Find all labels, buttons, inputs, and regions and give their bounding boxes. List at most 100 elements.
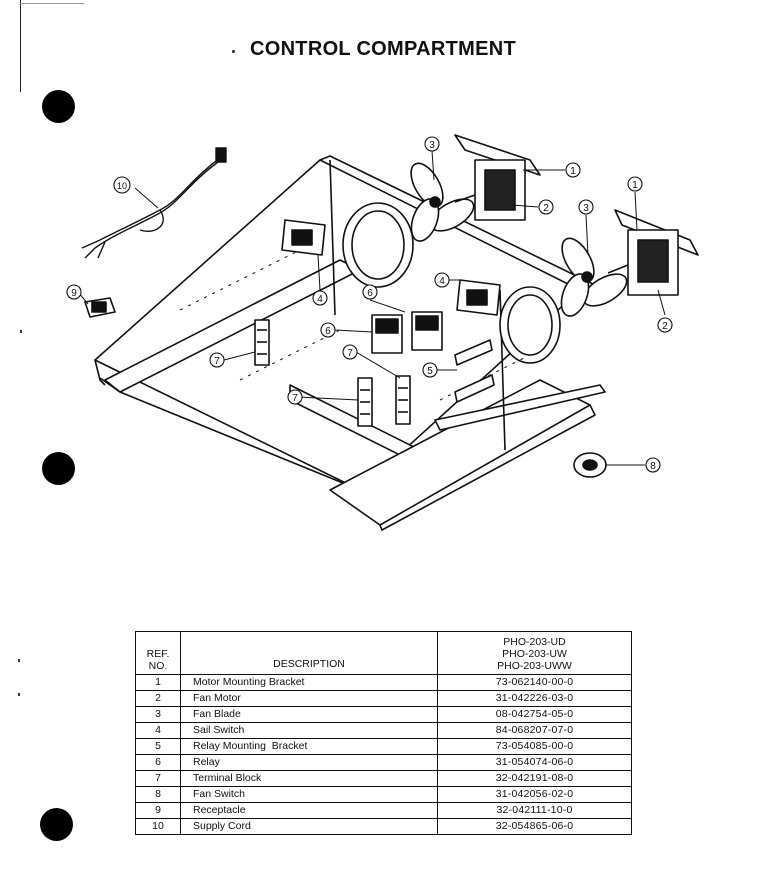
ref-cell: 1 <box>135 674 181 691</box>
parts-table: REF. NO. DESCRIPTION PHO-203-UD PHO-203-… <box>135 631 632 835</box>
svg-text:7: 7 <box>347 348 353 359</box>
description-cell: Fan Blade <box>180 706 438 723</box>
receptacle <box>84 297 116 318</box>
part-number-cell: 84-068207-07-0 <box>437 722 632 739</box>
description-cell: Supply Cord <box>180 818 438 835</box>
fan-motor-lower <box>607 209 699 296</box>
svg-text:3: 3 <box>429 140 435 151</box>
part-number-cell: 32-054865-06-0 <box>437 818 632 835</box>
description-cell: Motor Mounting Bracket <box>180 674 438 691</box>
part-number-cell: 32-042191-08-0 <box>437 770 632 787</box>
table-row: 8 Fan Switch 31-042056-02-0 <box>135 786 632 803</box>
svg-text:1: 1 <box>570 166 576 177</box>
margin-speck <box>20 330 22 333</box>
fan-blade-lower <box>560 237 628 317</box>
svg-text:10: 10 <box>117 181 127 191</box>
description-cell: Relay Mounting Bracket <box>180 738 438 755</box>
punch-hole-bottom <box>40 808 73 841</box>
sail-switch-left <box>281 219 326 256</box>
exploded-parts-diagram: 1 2 3 1 2 3 4 4 <box>66 134 699 531</box>
callout-5: 5 <box>422 362 438 378</box>
supply-cord <box>81 147 227 259</box>
table-row: 1 Motor Mounting Bracket 73-062140-00-0 <box>135 674 632 691</box>
svg-text:9: 9 <box>71 288 77 299</box>
header-models: PHO-203-UD PHO-203-UW PHO-203-UWW <box>437 631 632 675</box>
callout-7-left: 7 <box>209 352 225 368</box>
description-cell: Sail Switch <box>180 722 438 739</box>
table-row: 7 Terminal Block 32-042191-08-0 <box>135 770 632 787</box>
table-row: 9 Receptacle 32-042111-10-0 <box>135 802 632 819</box>
margin-line <box>20 0 21 92</box>
svg-text:8: 8 <box>650 461 656 472</box>
part-number-cell: 73-062140-00-0 <box>437 674 632 691</box>
ref-cell: 8 <box>135 786 181 803</box>
svg-text:6: 6 <box>325 326 331 337</box>
callout-3-upper: 3 <box>424 136 440 152</box>
callout-6-lower: 6 <box>320 322 336 338</box>
table-row: 5 Relay Mounting Bracket 73-054085-00-0 <box>135 738 632 755</box>
svg-text:3: 3 <box>583 203 589 214</box>
description-cell: Fan Motor <box>180 690 438 707</box>
part-number-cell: 31-054074-06-0 <box>437 754 632 771</box>
callout-3-lower: 3 <box>578 199 594 215</box>
title-dot <box>232 50 235 53</box>
terminal-block-middle <box>357 377 373 427</box>
ref-cell: 5 <box>135 738 181 755</box>
description-cell: Terminal Block <box>180 770 438 787</box>
callout-4-right: 4 <box>434 272 450 288</box>
fan-switch <box>573 452 607 478</box>
description-cell: Receptacle <box>180 802 438 819</box>
callout-2-upper: 2 <box>538 199 554 215</box>
description-cell: Fan Switch <box>180 786 438 803</box>
ref-cell: 3 <box>135 706 181 723</box>
svg-text:7: 7 <box>292 393 298 404</box>
table-row: 3 Fan Blade 08-042754-05-0 <box>135 706 632 723</box>
callout-1-upper: 1 <box>565 162 581 178</box>
ref-cell: 10 <box>135 818 181 835</box>
part-number-cell: 73-054085-00-0 <box>437 738 632 755</box>
ref-cell: 6 <box>135 754 181 771</box>
punch-hole-middle <box>42 452 75 485</box>
callout-1-lower: 1 <box>627 176 643 192</box>
svg-text:2: 2 <box>662 321 668 332</box>
header-ref-no: REF. NO. <box>135 631 181 675</box>
callout-6-upper: 6 <box>362 284 378 300</box>
fan-motor-upper <box>454 134 541 221</box>
svg-text:2: 2 <box>543 203 549 214</box>
terminal-block-right <box>395 375 411 425</box>
part-number-cell: 31-042056-02-0 <box>437 786 632 803</box>
part-number-cell: 08-042754-05-0 <box>437 706 632 723</box>
callout-7-middle: 7 <box>342 344 358 360</box>
svg-text:5: 5 <box>427 366 433 377</box>
description-cell: Relay <box>180 754 438 771</box>
callout-4-left: 4 <box>312 290 328 306</box>
relay-left <box>371 314 403 354</box>
terminal-block-left <box>254 319 270 366</box>
svg-text:4: 4 <box>439 276 445 287</box>
callout-7-lower: 7 <box>287 389 303 405</box>
svg-text:6: 6 <box>367 288 373 299</box>
table-row: 10 Supply Cord 32-054865-06-0 <box>135 818 632 835</box>
table-row: 2 Fan Motor 31-042226-03-0 <box>135 690 632 707</box>
svg-text:4: 4 <box>317 294 323 305</box>
svg-text:1: 1 <box>632 180 638 191</box>
svg-text:7: 7 <box>214 356 220 367</box>
header-description: DESCRIPTION <box>180 631 438 675</box>
top-edge-mark <box>20 0 84 4</box>
punch-hole-top <box>42 90 75 123</box>
callout-8: 8 <box>645 457 661 473</box>
compartment-chassis <box>94 155 606 531</box>
margin-speck <box>18 659 20 662</box>
callout-9: 9 <box>66 284 82 300</box>
callout-2-lower: 2 <box>657 317 673 333</box>
part-number-cell: 32-042111-10-0 <box>437 802 632 819</box>
sail-switch-right <box>456 279 501 316</box>
fan-blade-upper <box>410 162 475 242</box>
page-title: CONTROL COMPARTMENT <box>249 38 517 60</box>
relay-right <box>411 311 443 351</box>
table-row: 6 Relay 31-054074-06-0 <box>135 754 632 771</box>
relay-mounting-brackets <box>454 339 495 403</box>
table-header-row: REF. NO. DESCRIPTION PHO-203-UD PHO-203-… <box>135 631 632 675</box>
table-row: 4 Sail Switch 84-068207-07-0 <box>135 722 632 739</box>
ref-cell: 9 <box>135 802 181 819</box>
